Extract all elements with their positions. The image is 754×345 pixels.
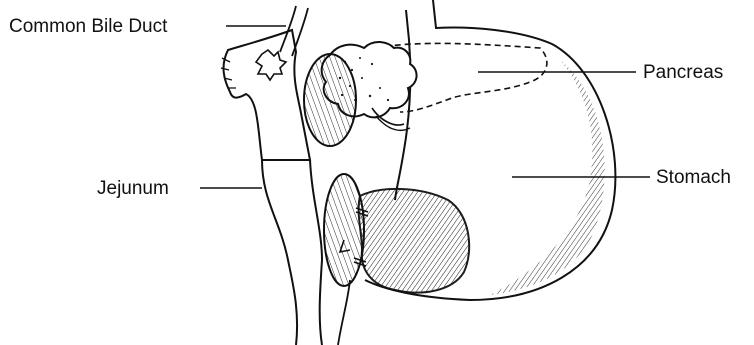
common-bile-duct-label: Common Bile Duct xyxy=(9,17,167,36)
stomach-label: Stomach xyxy=(656,168,731,187)
jejunum-limb xyxy=(262,160,322,345)
common-bile-duct xyxy=(280,6,308,56)
pancreas-label: Pancreas xyxy=(643,63,723,82)
efferent-limb xyxy=(338,280,350,345)
bile-duct-anastomosis xyxy=(256,50,286,80)
jejunum-label: Jejunum xyxy=(97,179,169,198)
pancreatic-anastomosis xyxy=(304,54,356,146)
bile-duct-limb xyxy=(224,30,310,160)
gastrojejunostomy xyxy=(324,174,364,286)
gastric-pouch xyxy=(359,189,470,293)
